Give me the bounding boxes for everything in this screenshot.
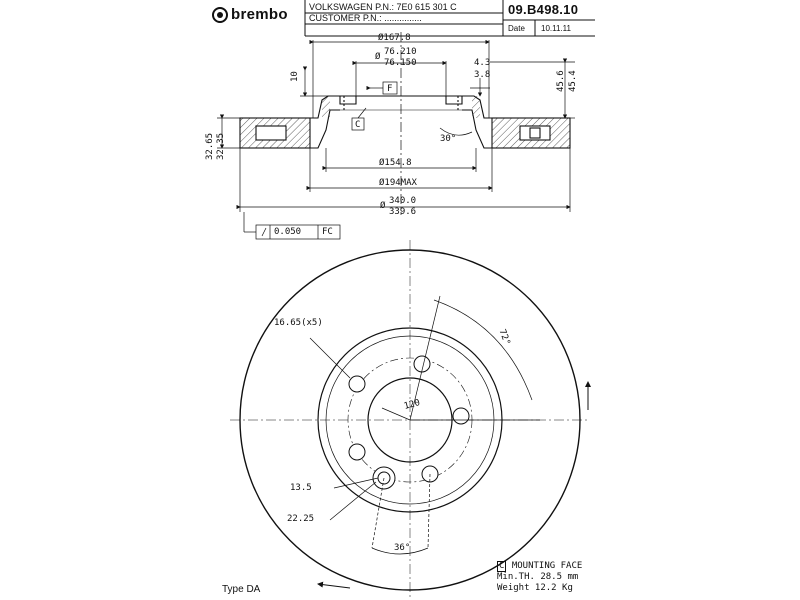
type-label: Type DA [222,584,261,595]
section-profile [239,95,571,149]
date-value: 10.11.11 [541,24,571,33]
bolt-holes-label: 16.65(x5) [274,318,323,328]
dim-angle-30: 30° [440,134,457,144]
dim-outer-max: 340.0 [389,196,417,206]
dim-bore-min: 76.150 [384,58,417,68]
oem-part-number-row: VOLKSWAGEN P.N.: 7E0 615 301 C [309,2,457,13]
mounting-face-text: MOUNTING FACE [511,561,583,571]
dim-outer-symbol: Ø [380,201,386,211]
dim-10: 10 [290,71,300,82]
brand-name: brembo [231,6,288,23]
bolt-hole [348,443,366,461]
bolt-hole-group [348,355,470,490]
datum-c-label: C [355,120,361,130]
mounting-face-note: C MOUNTING FACE [497,561,582,572]
oem-label: VOLKSWAGEN P.N.: [309,2,395,12]
date-label: Date [508,24,525,33]
dim-4-3: 4.3 [474,58,491,68]
oem-value: 7E0 615 301 C [396,2,457,12]
notes-block: C MOUNTING FACE Min.TH. 28.5 mm Weight 1… [497,561,582,594]
dim-45-6: 45.6 [556,70,566,92]
section-dimensions [217,39,575,240]
bolt-hole [413,355,431,373]
part-number: 09.B498.10 [508,2,579,17]
dim-angle-36: 36° [394,543,411,553]
dim-hat-diameter: Ø167.8 [378,33,411,43]
dim-22-25: 22.25 [287,514,315,524]
dim-bore-max: 76.210 [384,47,417,57]
dim-outer-min: 339.6 [389,207,417,217]
flatness-symbol: F [387,84,393,94]
title-block [304,0,595,37]
bolt-hole [452,407,470,425]
customer-label: CUSTOMER P.N.: [309,13,382,23]
front-view-dimensions [309,295,591,589]
customer-value: ............... [384,13,422,23]
customer-part-number-row: CUSTOMER P.N.: ............... [309,13,422,24]
bolt-hole [348,375,366,393]
dim-45-4: 45.4 [568,70,578,92]
dim-bore-symbol: Ø [375,52,381,62]
dim-194-max: Ø194MAX [379,178,417,188]
brand-mark-icon [212,7,228,24]
tolerance-datum: FC [322,227,333,237]
dim-32-35: 32.35 [216,132,226,160]
weight: Weight 12.2 Kg [497,583,573,593]
dim-32-65: 32.65 [205,132,215,160]
brand-logo: brembo [212,6,288,24]
dim-3-8: 3.8 [474,70,491,80]
mounting-face-letter: C [497,561,507,572]
tolerance-value: 0.050 [274,227,302,237]
dim-154-8: Ø154.8 [379,158,412,168]
dim-13-5: 13.5 [290,483,312,493]
min-thickness: Min.TH. 28.5 mm [497,572,579,582]
